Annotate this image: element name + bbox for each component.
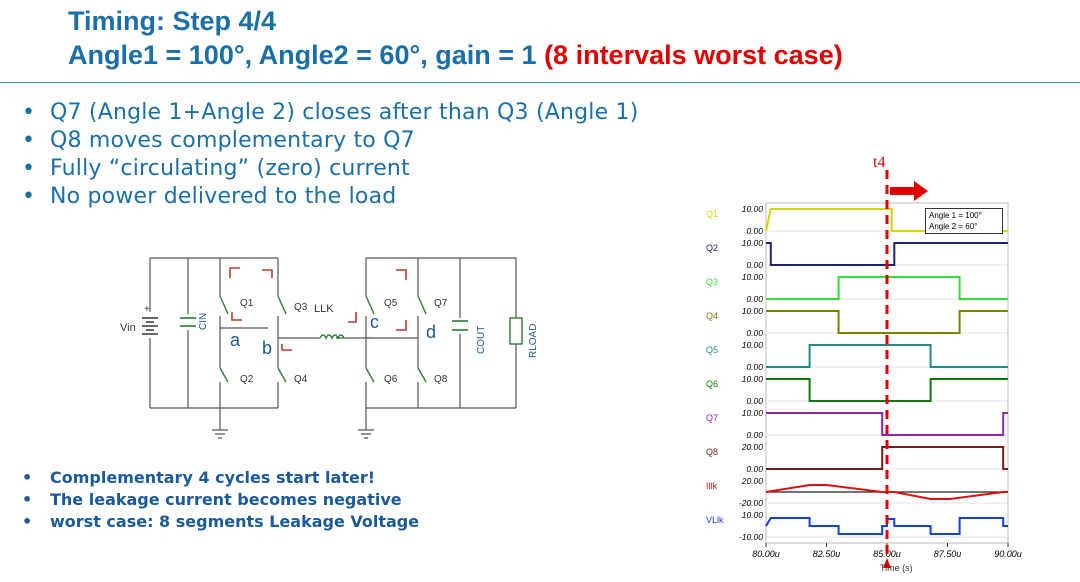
bullet-text: No power delivered to the load bbox=[50, 184, 397, 209]
trace-q6 bbox=[766, 378, 1008, 402]
tick-bottom: 0.00 bbox=[746, 226, 763, 236]
tick-bottom: 0.00 bbox=[746, 328, 763, 338]
channel-name: Q3 bbox=[706, 277, 718, 287]
title-divider bbox=[0, 82, 1080, 83]
switch-label: Q6 bbox=[384, 374, 398, 385]
trace-q2 bbox=[766, 242, 1008, 266]
tick-top: 10.00 bbox=[742, 204, 764, 214]
right-arrow-icon bbox=[888, 181, 930, 206]
trace-q3 bbox=[766, 276, 1008, 300]
bullet-text: worst case: 8 segments Leakage Voltage bbox=[50, 512, 420, 531]
tick-bottom: -10.00 bbox=[739, 532, 763, 542]
tick-top: 10.00 bbox=[742, 306, 764, 316]
channel-name: Illk bbox=[706, 481, 717, 491]
plus-sign: + bbox=[144, 304, 150, 315]
trace-q8 bbox=[766, 446, 1008, 470]
channel-name: VLlk bbox=[706, 515, 724, 525]
trace-q4 bbox=[766, 310, 1008, 334]
channel-name: Q8 bbox=[706, 447, 718, 457]
tick-bottom: 0.00 bbox=[746, 464, 763, 474]
bullet-text: Q7 (Angle 1+Angle 2) closes after than Q… bbox=[50, 100, 639, 125]
tick-top: 10.00 bbox=[742, 272, 764, 282]
tick-bottom: 0.00 bbox=[746, 430, 763, 440]
marker-label: t4 bbox=[873, 154, 886, 171]
tick-top: 10.00 bbox=[742, 340, 764, 350]
bullet-text: The leakage current becomes negative bbox=[50, 490, 402, 509]
channel-name: Q2 bbox=[706, 243, 718, 253]
marker-arrow-icon bbox=[883, 558, 891, 568]
slide-subtitle: Angle1 = 100°, Angle2 = 60°, gain = 1 (8… bbox=[68, 40, 843, 71]
legend-line: Angle 2 = 60° bbox=[929, 222, 978, 231]
node-label: d bbox=[426, 322, 437, 342]
switch-label: Q4 bbox=[294, 374, 308, 385]
trace-illk bbox=[765, 484, 1008, 500]
subtitle-highlight: (8 intervals worst case) bbox=[544, 40, 843, 70]
channel-name: Q1 bbox=[706, 209, 718, 219]
tick-bottom: 0.00 bbox=[746, 396, 763, 406]
switch-label: Q1 bbox=[240, 298, 254, 309]
trace-q7 bbox=[766, 412, 1008, 436]
channel-name: Q7 bbox=[706, 413, 718, 423]
x-tick-label: 82.50u bbox=[813, 549, 841, 559]
tick-top: 10.00 bbox=[742, 510, 764, 520]
x-tick-label: 87.50u bbox=[934, 549, 962, 559]
bullet-dot: • bbox=[22, 128, 36, 153]
tick-bottom: 0.00 bbox=[746, 294, 763, 304]
tick-top: 10.00 bbox=[742, 374, 764, 384]
bullet-dot: • bbox=[22, 156, 36, 181]
legend-box: Angle 1 = 100° Angle 2 = 60° bbox=[925, 208, 1003, 234]
bullet-dot: • bbox=[22, 184, 36, 209]
node-label: b bbox=[262, 338, 273, 358]
tick-bottom: 0.00 bbox=[746, 260, 763, 270]
bullet-text: Complementary 4 cycles start later! bbox=[50, 468, 376, 487]
tick-bottom: -20.00 bbox=[739, 498, 763, 508]
switch-label: Q2 bbox=[240, 374, 254, 385]
vin-label: Vin bbox=[120, 322, 136, 334]
legend-line: Angle 1 = 100° bbox=[929, 211, 982, 220]
bullet-dot: • bbox=[22, 490, 33, 509]
tick-top: 20.00 bbox=[741, 442, 764, 452]
x-tick-label: 90.00u bbox=[994, 549, 1022, 559]
channel-name: Q6 bbox=[706, 379, 718, 389]
x-axis-label: Time (s) bbox=[880, 563, 913, 573]
llk-label: LLK bbox=[314, 303, 334, 315]
bullet-text: Q8 moves complementary to Q7 bbox=[50, 128, 415, 153]
switch-label: Q5 bbox=[384, 298, 398, 309]
switch-label: Q3 bbox=[294, 302, 308, 313]
bullet-dot: • bbox=[22, 512, 33, 531]
subtitle-main: Angle1 = 100°, Angle2 = 60°, gain = 1 bbox=[68, 40, 537, 70]
switch-label: Q7 bbox=[434, 298, 448, 309]
tick-bottom: 0.00 bbox=[746, 362, 763, 372]
bullet-dot: • bbox=[22, 100, 36, 125]
tick-top: 20.00 bbox=[741, 476, 764, 486]
bullet-dot: • bbox=[22, 468, 33, 487]
slide-title: Timing: Step 4/4 bbox=[68, 6, 277, 36]
node-label: c bbox=[370, 312, 379, 332]
trace-q5 bbox=[766, 344, 1008, 368]
switch-label: Q8 bbox=[434, 374, 448, 385]
tick-top: 10.00 bbox=[742, 238, 764, 248]
x-tick-label: 80.00u bbox=[752, 549, 780, 559]
channel-name: Q5 bbox=[706, 345, 718, 355]
node-label: a bbox=[230, 330, 241, 350]
channel-name: Q4 bbox=[706, 311, 718, 321]
tick-top: 10.00 bbox=[742, 408, 764, 418]
bullet-text: Fully “circulating” (zero) current bbox=[50, 156, 410, 181]
